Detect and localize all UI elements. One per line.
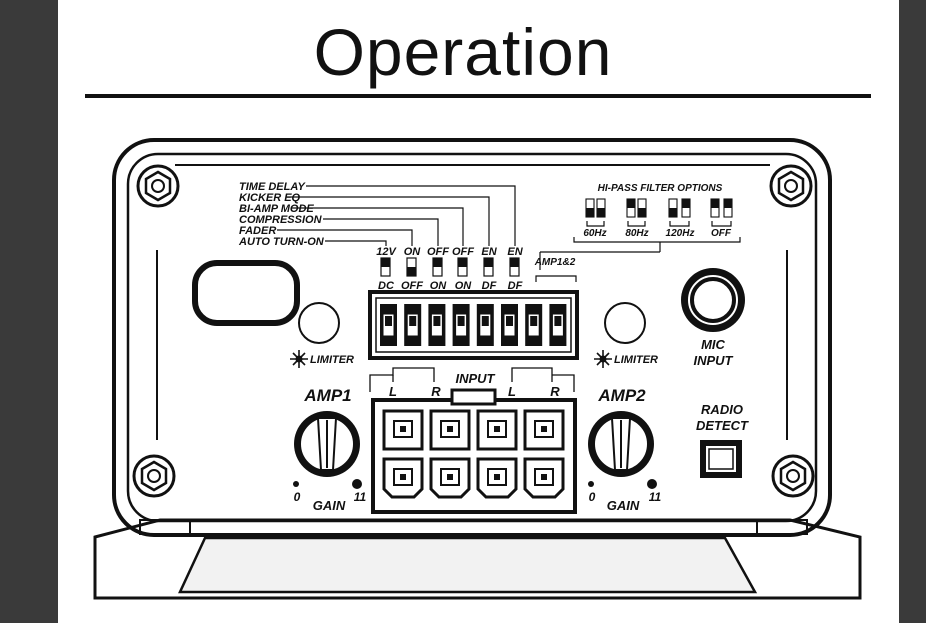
- dip-switch-block: [368, 290, 579, 360]
- gain-amp2-label: GAIN: [607, 498, 640, 513]
- switch-leader-lines: [277, 185, 516, 246]
- mounting-base: [93, 518, 862, 600]
- input-right-l: L: [508, 384, 516, 399]
- label-time-delay: TIME DELAY: [239, 181, 306, 193]
- gain-amp1-max: 11: [354, 490, 367, 504]
- panel-slot: [192, 260, 300, 326]
- label-compression: COMPRESSION: [239, 214, 323, 226]
- switch6-bottom: DF: [508, 280, 523, 292]
- amp12-label: AMP1&2: [534, 257, 576, 268]
- page-title: Operation: [313, 15, 613, 89]
- bolt-bottom-right: [771, 454, 815, 498]
- chassis: [112, 138, 832, 537]
- input-left-l: L: [389, 384, 397, 399]
- switch-function-labels: TIME DELAY KICKER EQ BI-AMP MODE COMPRES…: [238, 181, 325, 248]
- gain-knob-amp1: 0 GAIN 11: [293, 411, 367, 513]
- switch4-top: OFF: [452, 246, 474, 258]
- mic-input-jack: MIC INPUT: [681, 268, 745, 368]
- input-pin-2: [429, 409, 471, 451]
- switch1-top: 12V: [376, 246, 397, 258]
- hipass-title: HI-PASS FILTER OPTIONS: [598, 183, 723, 194]
- switch3-top: OFF: [427, 246, 449, 258]
- dip-switch-8[interactable]: [549, 304, 567, 346]
- dark-frame-left: [0, 0, 58, 623]
- hipass-filter-legend: HI-PASS FILTER OPTIONS 60Hz 80Hz 120Hz: [534, 183, 741, 282]
- bolt-top-right: [769, 164, 813, 208]
- hipass-80hz: 80Hz: [625, 228, 648, 239]
- input-connector: [371, 388, 577, 514]
- hipass-60hz: 60Hz: [583, 228, 606, 239]
- dip-switch-4[interactable]: [452, 304, 470, 346]
- dip-switch-5[interactable]: [476, 304, 494, 346]
- label-bi-amp-mode: BI-AMP MODE: [239, 203, 314, 215]
- input-label: INPUT: [456, 371, 496, 386]
- dip-switch-3[interactable]: [428, 304, 446, 346]
- label-fader: FADER: [239, 225, 276, 237]
- input-pin-3: [476, 409, 518, 451]
- limiter-led-right: [604, 302, 646, 344]
- amp2-label: AMP2: [597, 386, 646, 405]
- label-auto-turn-on: AUTO TURN-ON: [238, 236, 325, 248]
- amp1-label: AMP1: [303, 386, 351, 405]
- dip-switch-7[interactable]: [525, 304, 543, 346]
- switch5-bottom: DF: [482, 280, 497, 292]
- title-rule: [85, 94, 871, 98]
- radio-label-2: DETECT: [696, 418, 749, 433]
- limiter-indicator-right: LIMITER: [594, 350, 658, 368]
- mic-label-1: MIC: [701, 337, 725, 352]
- radio-detect: RADIO DETECT: [696, 402, 749, 478]
- switch3-bottom: ON: [430, 280, 448, 292]
- switch5-top: EN: [481, 246, 497, 258]
- switch-legend-row: 12V ON OFF OFF EN EN DC OFF ON ON DF DF: [376, 246, 523, 292]
- limiter-indicator-left: LIMITER: [290, 350, 354, 368]
- input-left-r: R: [431, 384, 441, 399]
- limiter-label-left: LIMITER: [310, 354, 354, 366]
- radio-label-1: RADIO: [701, 402, 743, 417]
- hipass-off: OFF: [711, 228, 732, 239]
- bolt-top-left: [136, 164, 180, 208]
- gain-amp1-min: 0: [294, 490, 301, 504]
- switch2-bottom: OFF: [401, 280, 423, 292]
- input-right-r: R: [550, 384, 560, 399]
- switch2-top: ON: [404, 246, 422, 258]
- gain-amp2-min: 0: [589, 490, 596, 504]
- input-pin-1: [382, 409, 424, 451]
- input-pin-7: [476, 457, 518, 499]
- input-pin-4: [523, 409, 565, 451]
- gain-amp2-max: 11: [649, 490, 662, 504]
- hipass-120hz: 120Hz: [666, 228, 695, 239]
- limiter-led-left: [298, 302, 340, 344]
- gain-knob-amp2: 0 GAIN 11: [588, 411, 662, 513]
- input-pin-5: [382, 457, 424, 499]
- dip-switch-2[interactable]: [404, 304, 422, 346]
- dip-switch-1[interactable]: [380, 304, 397, 346]
- input-bracket: [369, 367, 575, 392]
- input-pin-8: [523, 457, 565, 499]
- gain-amp1-label: GAIN: [313, 498, 346, 513]
- switch1-bottom: DC: [378, 280, 395, 292]
- limiter-label-right: LIMITER: [614, 354, 658, 366]
- dark-frame-right: [899, 0, 926, 623]
- switch6-top: EN: [507, 246, 523, 258]
- label-kicker-eq: KICKER EQ: [239, 192, 301, 204]
- dip-switch-6[interactable]: [501, 304, 518, 346]
- switch4-bottom: ON: [455, 280, 473, 292]
- bolt-bottom-left: [132, 454, 176, 498]
- mic-label-2: INPUT: [694, 353, 734, 368]
- input-pin-6: [429, 457, 471, 499]
